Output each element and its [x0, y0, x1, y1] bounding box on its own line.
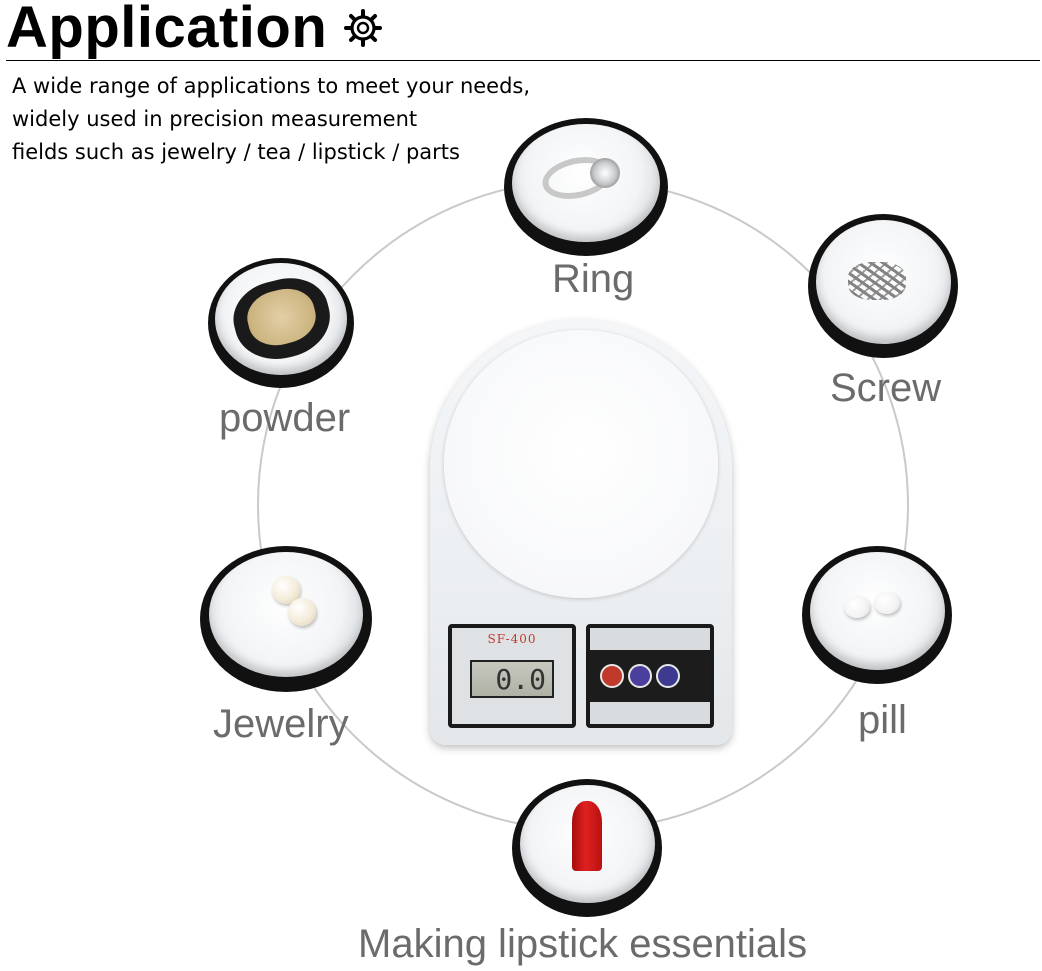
scale-display-panel: SF-400 0.0: [448, 624, 576, 728]
page-title: Application: [6, 0, 328, 60]
label-pill: pill: [858, 698, 907, 742]
lipstick-icon: [572, 801, 602, 871]
powder-icon: [241, 282, 322, 352]
scale-lcd: 0.0: [470, 660, 554, 698]
header-divider: [6, 60, 1040, 61]
scale-reading: 0.0: [495, 663, 546, 696]
intro-text: A wide range of applications to meet you…: [12, 70, 572, 169]
intro-line: fields such as jewelry / tea / lipstick …: [12, 140, 460, 164]
powder-plate: [208, 258, 354, 388]
onoff-button[interactable]: [600, 664, 624, 688]
label-ring: Ring: [552, 257, 635, 301]
scale-button-panel: [586, 624, 714, 728]
gemstone-icon: [590, 158, 620, 188]
lipstick-plate: [512, 779, 662, 917]
pearl-icon: [288, 598, 316, 626]
scale-model-label: SF-400: [487, 632, 537, 646]
pill-icon: [844, 596, 870, 618]
ring-plate: [504, 118, 668, 256]
intro-line: widely used in precision measurement: [12, 107, 418, 131]
label-lipstick: Making lipstick essentials: [358, 922, 808, 966]
screws-icon: [848, 262, 906, 300]
pill-icon: [874, 592, 900, 614]
label-screw: Screw: [830, 366, 942, 410]
plate-surface: [208, 551, 364, 678]
intro-line: A wide range of applications to meet you…: [12, 74, 531, 98]
label-powder: powder: [219, 396, 351, 440]
scale-weighing-plate: [444, 330, 718, 598]
label-jewelry: Jewelry: [213, 702, 349, 746]
mode-button[interactable]: [628, 664, 652, 688]
screw-plate: [808, 214, 958, 358]
jewelry-plate: [200, 546, 372, 692]
plate-surface: [512, 123, 660, 243]
tare-button[interactable]: [656, 664, 680, 688]
pill-plate: [802, 546, 952, 684]
gear-icon: [344, 9, 382, 47]
